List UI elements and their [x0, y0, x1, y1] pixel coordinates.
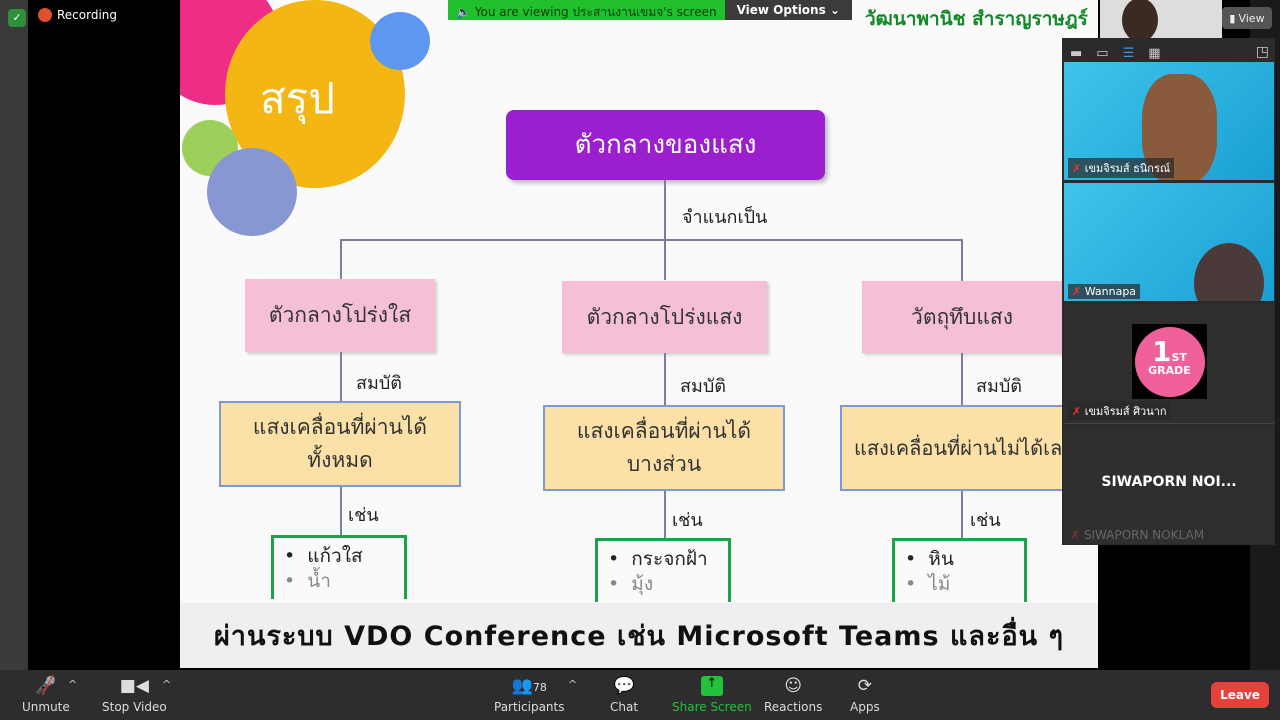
connector [340, 487, 342, 535]
viewing-label: You are viewing ประสานงานเขมจ's screen [474, 5, 717, 19]
muted-mic-icon: 🎤╱ [35, 676, 57, 696]
participants-caret[interactable]: ^ [568, 678, 578, 691]
property-box: แสงเคลื่อนที่ผ่านไม่ได้เลย [840, 405, 1080, 491]
property-text: บางส่วน [626, 452, 702, 476]
exit-panel-icon[interactable]: ◳ [1255, 44, 1269, 60]
example-item: หิน [928, 548, 954, 570]
participant-name: ✗ Wannapa [1068, 284, 1141, 299]
lavender-circle [207, 148, 297, 236]
video-options-caret[interactable]: ^ [162, 678, 172, 691]
gallery-view-icon[interactable]: ▦ [1148, 46, 1161, 61]
connector [961, 353, 963, 405]
connector [961, 239, 963, 281]
branch-translucent: ตัวกลางโปร่งแสง [562, 281, 767, 353]
apps-button[interactable]: ⟳Apps [850, 676, 880, 714]
blue-circle [370, 12, 430, 70]
property-box: แสงเคลื่อนที่ผ่านได้บางส่วน [543, 405, 785, 491]
participant-name: ✗ SIWAPORN NOKLAM [1070, 528, 1205, 542]
example-item: แก้วใส [307, 545, 363, 567]
connector [340, 352, 342, 402]
security-shield-icon[interactable]: ✓ [8, 9, 26, 27]
stop-video-button[interactable]: ■◀Stop Video [102, 676, 167, 714]
connector [664, 353, 666, 405]
example-label: เช่น [348, 505, 379, 526]
property-box: แสงเคลื่อนที่ผ่านได้ทั้งหมด [219, 401, 461, 487]
muted-mic-icon: ✗ [1072, 285, 1082, 298]
share-screen-icon: ↑ [700, 676, 723, 696]
unmute-button[interactable]: 🎤╱Unmute [22, 676, 70, 714]
participant-name: ✗ เขมจิรมส์ ธนิกรณ์ [1068, 158, 1175, 178]
participant-name: ✗ เขมจิรมส์ ศิวนาก [1068, 401, 1171, 421]
self-video-thumbnail[interactable] [1100, 0, 1222, 38]
chat-button[interactable]: 💬Chat [610, 676, 639, 714]
examples-box: • แก้วใส• น้ำ [271, 535, 407, 599]
shared-slide: สรุป วัฒนาพานิช สำราญราษฎร์ ตัวกลางของแส… [180, 0, 1098, 668]
view-options-button[interactable]: View Options ⌄ [724, 0, 852, 20]
chat-icon: 💬 [613, 676, 635, 696]
property-text: ทั้งหมด [307, 448, 373, 472]
property-text: แสงเคลื่อนที่ผ่านไม่ได้เลย [854, 435, 1074, 460]
video-tile[interactable]: ✗ เขมจิรมส์ ธนิกรณ์ [1064, 62, 1274, 180]
classify-label: จำแนกเป็น [682, 207, 768, 228]
publisher-logo: วัฒนาพานิช สำราญราษฎร์ [865, 8, 1088, 30]
participant-display-name: SIWAPORN NOI... [1101, 474, 1237, 490]
reactions-button[interactable]: ☺Reactions [764, 676, 823, 714]
property-label: สมบัติ [680, 376, 726, 397]
screen-share-banner: 🔈 You are viewing ประสานงานเขมจ's screen… [448, 0, 852, 20]
strip-view-icon[interactable]: ☰ [1122, 46, 1135, 61]
recording-label: Recording [57, 8, 118, 22]
video-tile[interactable]: ✗ Wannapa [1064, 183, 1274, 301]
branch-opaque: วัตถุทึบแสง [862, 281, 1062, 353]
connector [664, 180, 666, 280]
property-label: สมบัติ [356, 373, 402, 394]
single-view-icon[interactable]: ▭ [1096, 46, 1109, 61]
connector [664, 491, 666, 539]
video-tile[interactable]: SIWAPORN NOI... ✗ SIWAPORN NOKLAM [1064, 426, 1274, 544]
record-icon [38, 8, 52, 22]
recording-indicator[interactable]: Recording [38, 8, 117, 22]
minimize-icon[interactable]: ▬ [1070, 46, 1083, 61]
example-item: ไม้ [928, 572, 951, 595]
viewing-text: 🔈 You are viewing ประสานงานเขมจ's screen [448, 0, 725, 20]
participants-icon: 👥78 [511, 676, 547, 696]
muted-mic-icon: ✗ [1072, 162, 1082, 175]
property-text: แสงเคลื่อนที่ผ่านได้ [252, 415, 428, 440]
participants-video-panel: ▬ ▭ ☰ ▦ ◳ ✗ เขมจิรมส์ ธนิกรณ์ ✗ Wannapa 1ST… [1062, 38, 1275, 545]
property-label: สมบัติ [976, 376, 1022, 397]
examples-box: • กระจกฝ้า• มุ้ง [595, 538, 731, 602]
example-item: มุ้ง [631, 572, 654, 595]
connector [340, 239, 342, 279]
person-image [1122, 0, 1158, 38]
example-item: น้ำ [307, 569, 331, 592]
examples-box: • หิน• ไม้ [892, 538, 1027, 602]
root-node: ตัวกลางของแสง [506, 110, 825, 180]
muted-mic-icon: ✗ [1072, 405, 1082, 418]
apps-icon: ⟳ [857, 676, 872, 696]
view-label: View [1238, 11, 1265, 25]
connector [961, 491, 963, 539]
connector [340, 239, 963, 241]
view-button[interactable]: ▮View [1222, 7, 1272, 29]
summary-title: สรุป [260, 74, 335, 123]
slide-caption: ผ่านระบบ VDO Conference เช่น Microsoft T… [180, 603, 1098, 668]
example-label: เช่น [970, 510, 1001, 531]
branch-transparent: ตัวกลางโปร่งใส [245, 279, 435, 352]
left-margin [0, 0, 28, 670]
leave-button[interactable]: Leave [1211, 682, 1269, 708]
view-options-label: View Options [736, 3, 826, 17]
grid-icon: ▮ [1229, 11, 1236, 25]
share-screen-button[interactable]: ↑Share Screen [672, 676, 752, 714]
property-text: แสงเคลื่อนที่ผ่านได้ [576, 419, 752, 444]
camera-icon: ■◀ [119, 676, 149, 696]
audio-options-caret[interactable]: ^ [68, 678, 78, 691]
person-image [1194, 243, 1264, 301]
example-label: เช่น [672, 510, 703, 531]
reactions-icon: ☺ [784, 676, 803, 696]
example-item: กระจกฝ้า [631, 548, 708, 570]
